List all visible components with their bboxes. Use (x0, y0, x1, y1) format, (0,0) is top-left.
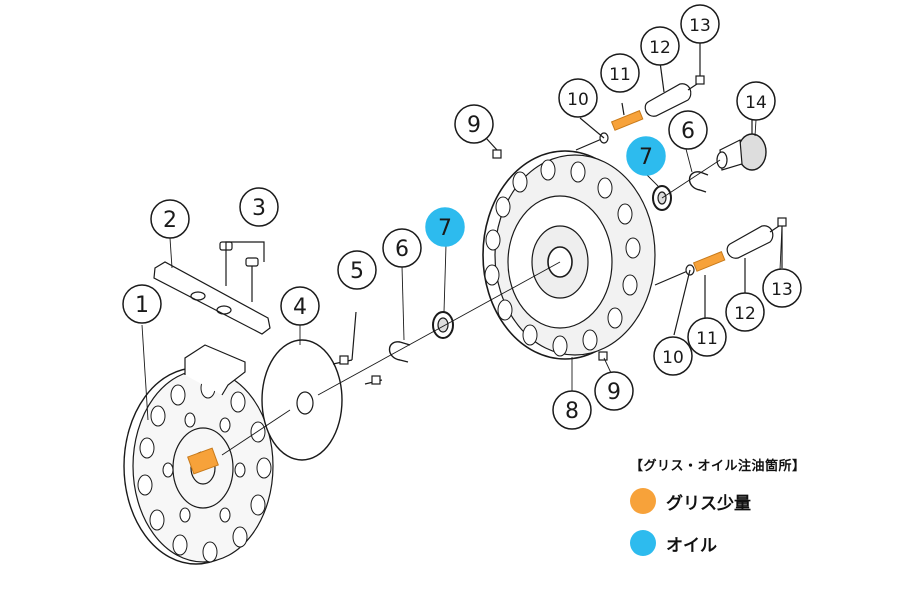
callout-6-right: 6 (668, 110, 708, 150)
legend-item-grease: グリス少量 (630, 488, 890, 514)
svg-text:9: 9 (467, 113, 481, 138)
part-7-bearing-left (432, 311, 454, 339)
callout-12-bottom: 12 (725, 292, 765, 332)
part-10-top (575, 117, 609, 151)
svg-text:8: 8 (565, 399, 579, 424)
part-10-bottom (654, 264, 695, 336)
callout-11-bottom: 11 (687, 317, 727, 357)
svg-text:10: 10 (662, 348, 684, 368)
svg-text:7: 7 (639, 145, 653, 170)
svg-text:11: 11 (696, 329, 718, 349)
part-12-handle-bottom (726, 225, 774, 293)
svg-text:14: 14 (745, 93, 767, 113)
svg-text:4: 4 (293, 295, 307, 320)
svg-text:9: 9 (607, 380, 621, 405)
part-1-front-plate (123, 344, 274, 565)
callout-10-bottom: 10 (653, 336, 693, 376)
part-13-screw-bottom (769, 217, 787, 268)
grease-swatch (630, 488, 656, 514)
part-12-handle-top (644, 61, 692, 117)
svg-text:1: 1 (135, 293, 149, 318)
legend-label-grease: グリス少量 (666, 493, 751, 514)
callout-4: 4 (280, 286, 320, 326)
svg-text:7: 7 (438, 216, 452, 241)
part-2-foot (153, 261, 271, 335)
callout-9-top: 9 (454, 104, 494, 144)
part-8-spool (482, 150, 656, 360)
grease-point-1 (187, 447, 219, 475)
callout-11-top: 11 (600, 53, 640, 93)
callout-9-bottom: 9 (594, 371, 634, 411)
legend-title: 【グリス・オイル注油箇所】 (630, 459, 806, 474)
part-14-knob (716, 120, 767, 171)
part-13-screw-top (687, 42, 705, 91)
legend-label-oil: オイル (666, 535, 717, 556)
callout-14: 14 (736, 81, 776, 121)
callout-5: 5 (337, 250, 377, 290)
callout-10-top: 10 (558, 78, 598, 118)
part-9-screw-top (485, 137, 502, 159)
part-9-screw-bottom (598, 351, 608, 361)
callout-7-right-oil: 7 (626, 136, 666, 176)
callouts: 1 2 3 4 5 6 7 8 9 9 10 10 11 11 12 12 13… (122, 4, 802, 430)
part-11-pin-bottom (692, 251, 726, 318)
svg-text:6: 6 (395, 237, 409, 262)
callout-12-top: 12 (640, 26, 680, 66)
svg-text:3: 3 (252, 196, 266, 221)
callout-1: 1 (122, 284, 162, 324)
svg-text:10: 10 (567, 90, 589, 110)
part-5-screws (332, 311, 383, 385)
oil-swatch (630, 530, 656, 556)
part-11-pin-top (610, 102, 644, 131)
svg-text:13: 13 (689, 16, 711, 36)
grease-point-3 (692, 251, 726, 272)
assembly-axis-lines (221, 159, 721, 456)
callout-13-top: 13 (680, 4, 720, 44)
grease-point-2 (610, 110, 644, 131)
callout-13-bottom: 13 (762, 268, 802, 308)
svg-text:11: 11 (609, 65, 631, 85)
svg-text:12: 12 (649, 38, 671, 58)
legend-item-oil: オイル (630, 530, 890, 556)
svg-text:12: 12 (734, 304, 756, 324)
svg-text:6: 6 (681, 119, 695, 144)
part-3-screws (219, 241, 265, 302)
svg-text:2: 2 (163, 208, 177, 233)
svg-text:13: 13 (771, 280, 793, 300)
callout-2: 2 (150, 199, 190, 239)
part-6-clip-right (688, 171, 709, 193)
callout-8: 8 (552, 390, 592, 430)
lubrication-legend: 【グリス・オイル注油箇所】 グリス少量 オイル (630, 455, 890, 572)
callout-7-left-oil: 7 (425, 207, 465, 247)
part-6-clip-left (388, 341, 411, 363)
svg-text:5: 5 (350, 259, 364, 284)
callout-6-left: 6 (382, 228, 422, 268)
part-4-disc (261, 339, 343, 461)
callout-3: 3 (239, 187, 279, 227)
